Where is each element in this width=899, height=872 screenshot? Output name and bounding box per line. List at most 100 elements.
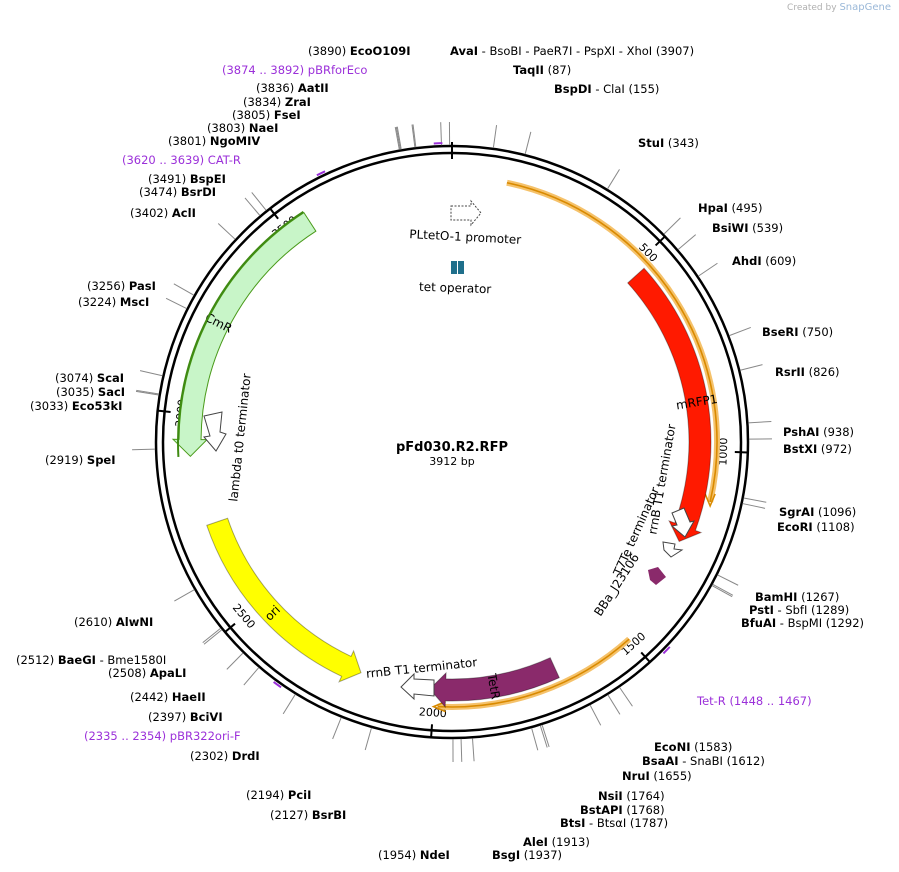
site-leader [165, 297, 187, 310]
site-position: (1954) [378, 848, 420, 862]
site-extra: (343) [664, 136, 699, 150]
ruler-tick [157, 409, 171, 414]
site-enzyme: BstAPI [580, 803, 623, 817]
ruler-tick [269, 207, 279, 220]
primer-mark [316, 170, 326, 177]
site-position: (3801) [168, 134, 210, 148]
site-label-bsaai: BsaAI - SnaBI (1612) [642, 754, 765, 768]
primer-label: Tet-R (1448 .. 1467) [696, 694, 812, 708]
primer-label: (3874 .. 3892) pBRforEco [222, 63, 367, 77]
site-label-nsii: NsiI (1764) [598, 789, 665, 803]
site-position: (3033) [30, 399, 72, 413]
site-label-saci: (3035) SacI [56, 385, 125, 399]
site-extra: - SbfI (1289) [774, 603, 849, 617]
site-enzyme: AleI [523, 835, 548, 849]
site-extra: (539) [749, 221, 784, 235]
feature-label-rrnb-bottom: rrnB T1 terminator [365, 655, 478, 681]
site-extra: (938) [819, 425, 854, 439]
site-leader [203, 629, 223, 645]
logo-prefix: Created by [787, 3, 837, 13]
site-label-psti: PstI - SbfI (1289) [749, 603, 849, 617]
site-enzyme: BsrBI [312, 808, 346, 822]
orange-arc-head [704, 493, 716, 508]
site-enzyme: AvaI [450, 44, 478, 58]
site-label-pasi: (3256) PasI [87, 279, 156, 293]
site-label-ecoo109i: (3890) EcoO109I [308, 44, 411, 58]
site-enzyme: BaeGI [58, 653, 96, 667]
restriction-site-labels: (3890) EcoO109I AvaI - BsoBI - PaeR7I - P… [16, 44, 864, 862]
site-leader [460, 738, 463, 762]
site-extra: - BtsαI (1787) [585, 816, 668, 830]
site-position: (2397) [148, 710, 190, 724]
site-extra: (1768) [623, 803, 665, 817]
site-leader [717, 574, 739, 586]
site-label-btsi: BtsI - BtsαI (1787) [560, 816, 668, 830]
site-leader [539, 725, 548, 748]
site-extra: (750) [799, 325, 834, 339]
site-enzyme: SgrAI [779, 505, 814, 519]
site-position: (3402) [130, 206, 172, 220]
site-enzyme: AlwNI [116, 615, 153, 629]
site-enzyme: ApaLI [150, 666, 187, 680]
feature-name-tetr: TetR [484, 672, 502, 701]
site-label-ahdi: AhdI (609) [732, 254, 796, 268]
site-label-nrui: NruI (1655) [622, 769, 692, 783]
site-label-sgrai: SgrAI (1096) [779, 505, 856, 519]
site-label-pshai: PshAI (938) [783, 425, 854, 439]
cmr-edge [177, 210, 304, 458]
site-position: (3834) [243, 95, 285, 109]
ruler-tick [430, 724, 434, 738]
site-leader [132, 448, 156, 451]
site-leader [589, 704, 602, 726]
site-enzyme: PciI [288, 788, 311, 802]
site-leader [412, 124, 417, 148]
site-enzyme: Eco53kI [72, 399, 123, 413]
site-leader [541, 724, 550, 748]
site-label-msci: (3224) MscI [78, 295, 149, 309]
site-label-fsei: (3805) FseI [232, 108, 301, 122]
site-leader [243, 667, 260, 686]
site-label-avai: AvaI - BsoBI - PaeR7I - PspXI - XhoI (39… [450, 44, 694, 58]
site-extra: - Bme1580I [96, 653, 166, 667]
site-enzyme: BamHI [755, 590, 797, 604]
site-leader [135, 390, 159, 396]
site-label-bspei: (3491) BspEI [148, 172, 226, 186]
site-extra: (1655) [650, 769, 692, 783]
site-position: (2919) [45, 453, 87, 467]
plasmid-name: pFd030.R2.RFP [396, 440, 508, 455]
site-leader [663, 217, 681, 235]
site-enzyme: DrdI [232, 749, 260, 763]
site-leader [607, 694, 621, 715]
tet-operator-glyph [451, 261, 464, 274]
site-leader [619, 686, 633, 707]
site-leader [698, 262, 718, 277]
site-enzyme: EcoRI [777, 520, 813, 534]
site-extra: - BsoBI - PaeR7I - PspXI - XhoI (3907) [478, 44, 694, 58]
site-leader-lines [132, 122, 772, 762]
site-enzyme: BseRI [762, 325, 799, 339]
site-leader [226, 652, 244, 670]
site-label-ndei: (1954) NdeI [378, 848, 450, 862]
feature-arrow-mrfp1 [627, 267, 712, 543]
site-position: (2127) [270, 808, 312, 822]
site-enzyme: SacI [98, 385, 125, 399]
site-enzyme: EcoNI [654, 740, 690, 754]
site-leader [440, 122, 443, 146]
feature-arrow-ori [206, 517, 362, 683]
site-leader [332, 717, 342, 740]
orange-arc-head [431, 700, 446, 713]
site-position: (2508) [108, 666, 150, 680]
site-label-spei: (2919) SpeI [45, 453, 116, 467]
site-leader [743, 497, 767, 503]
site-extra: (1913) [548, 835, 590, 849]
primer-label: (2335 .. 2354) pBR322ori-F [84, 729, 241, 743]
site-enzyme: NruI [622, 769, 650, 783]
plasmid-length: 3912 bp [429, 455, 474, 468]
site-enzyme: ZraI [285, 95, 311, 109]
site-enzyme: MscI [120, 295, 149, 309]
site-extra: - SnaBI (1612) [679, 754, 765, 768]
primer-mark [273, 681, 282, 689]
site-position: (3074) [55, 371, 97, 385]
primer-labels: (3874 .. 3892) pBRforEco(3620 .. 3639) C… [84, 63, 812, 743]
